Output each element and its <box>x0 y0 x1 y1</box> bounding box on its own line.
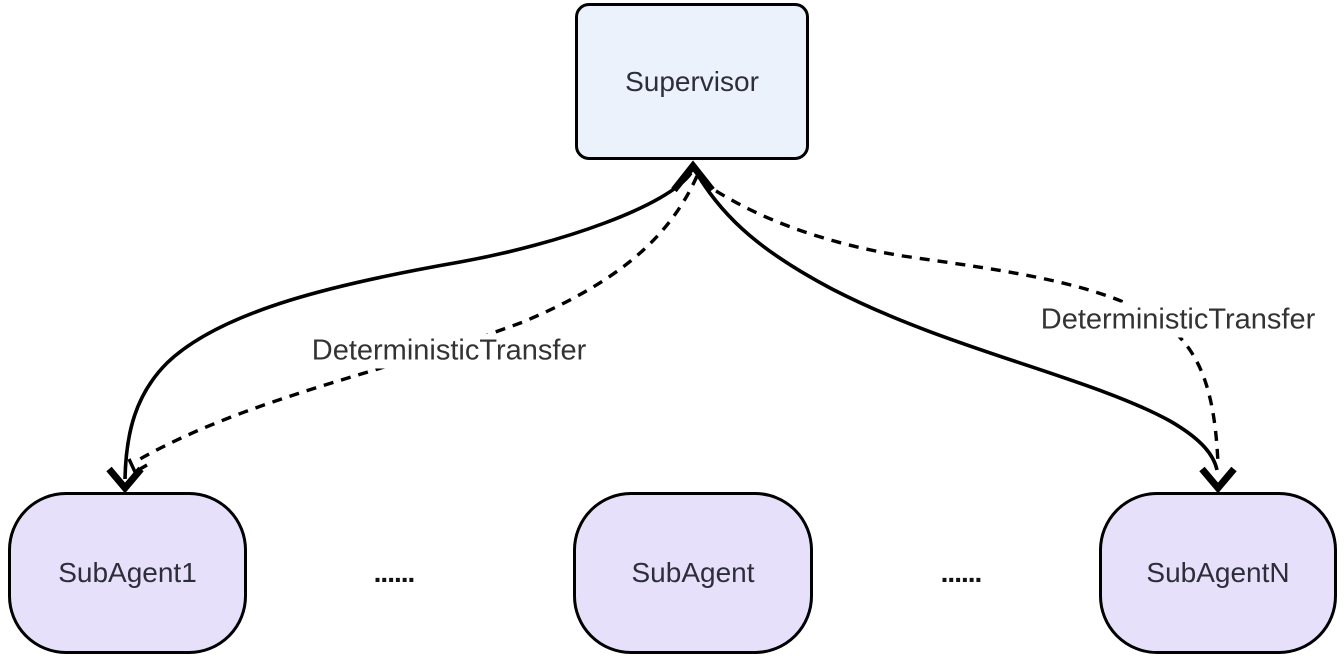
node-subagentN-label: SubAgentN <box>1146 557 1290 588</box>
edge-solid-supervisor-subagentN <box>697 176 1219 471</box>
node-subagent1: SubAgent1 <box>8 492 247 654</box>
arrowhead-up-supervisor <box>671 160 715 193</box>
arrowhead-dashed-subagent1 <box>127 458 148 475</box>
arrowhead-down-subagent1 <box>106 466 144 494</box>
node-subagent-label: SubAgent <box>631 557 755 588</box>
node-subagentN: SubAgentN <box>1099 492 1337 654</box>
ellipsis-right: ...... <box>940 557 983 588</box>
node-subagent1-label: SubAgent1 <box>58 557 197 588</box>
ellipsis-left: ...... <box>373 557 416 588</box>
node-supervisor: Supervisor <box>575 3 809 160</box>
arrowhead-down-subagentN <box>1199 466 1237 494</box>
edge-label-deterministic-transfer-right: DeterministicTransfer <box>1034 302 1322 338</box>
edge-dashed-supervisor-subagentN <box>700 179 1220 465</box>
edge-dashed-supervisor-subagent1 <box>139 175 699 461</box>
edge-label-deterministic-transfer-left: DeterministicTransfer <box>305 333 593 369</box>
edge-solid-supervisor-subagent1 <box>123 171 693 480</box>
node-supervisor-label: Supervisor <box>625 65 759 97</box>
node-subagent: SubAgent <box>573 492 813 654</box>
